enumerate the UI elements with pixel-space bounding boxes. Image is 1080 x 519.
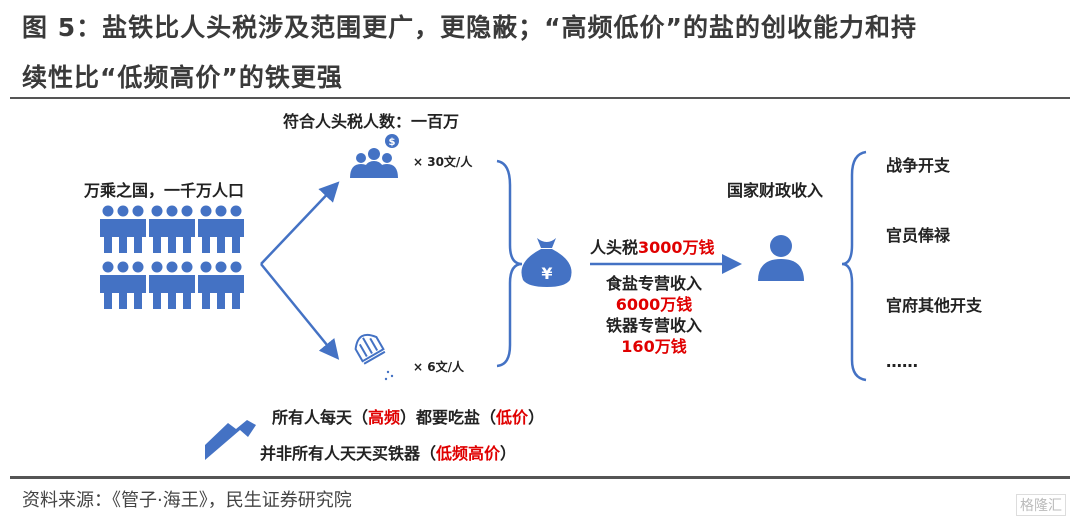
bottom-divider bbox=[10, 476, 1070, 479]
watermark: 格隆汇 bbox=[1016, 494, 1066, 516]
arrow-up bbox=[260, 181, 340, 265]
use-item: 官府其他开支 bbox=[886, 296, 983, 315]
person-icon bbox=[228, 205, 244, 253]
iron-note: 并非所有人天天买铁器（低频高价） bbox=[260, 440, 516, 464]
person-icon bbox=[179, 205, 195, 253]
person-icon bbox=[179, 261, 195, 309]
person-icon bbox=[198, 205, 214, 253]
svg-text:$: $ bbox=[389, 137, 396, 148]
person-icon bbox=[100, 205, 116, 253]
salt-rate: × 6文/人 bbox=[413, 360, 464, 374]
person-icon bbox=[149, 261, 165, 309]
top-divider bbox=[10, 97, 1070, 99]
state-person-icon bbox=[758, 235, 804, 281]
person-icon bbox=[149, 205, 165, 253]
note-highlight: 低频高价 bbox=[436, 444, 501, 463]
person-icon bbox=[130, 261, 146, 309]
note-text: ） bbox=[500, 444, 517, 463]
taxpayers-icon: $ bbox=[350, 134, 399, 178]
figure-title-line2: 续性比“低频高价”的铁更强 bbox=[22, 63, 343, 92]
person-icon bbox=[100, 261, 116, 309]
taxpayer-count-label: 符合人头税人数：一百万 bbox=[283, 112, 460, 131]
iron-revenue-label: 铁器专营收入 bbox=[605, 316, 702, 335]
poll-tax-revenue: 人头税3000万钱 bbox=[590, 234, 715, 258]
iron-revenue-value: 160万钱 bbox=[621, 337, 687, 356]
salt-shaker-icon bbox=[354, 333, 386, 365]
person-icon bbox=[115, 261, 131, 309]
person-icon bbox=[164, 205, 180, 253]
person-icon bbox=[198, 261, 214, 309]
person-icon bbox=[130, 205, 146, 253]
salt-revenue-label: 食盐专营收入 bbox=[605, 274, 702, 293]
note-text: 所有人每天（ bbox=[272, 408, 369, 427]
use-item: 战争开支 bbox=[886, 156, 951, 175]
use-item: 官员俸禄 bbox=[886, 226, 951, 245]
monopoly-revenue: 食盐专营收入 6000万钱 铁器专营收入 160万钱 bbox=[604, 273, 704, 357]
note-text: ）都要吃盐（ bbox=[400, 408, 497, 427]
figure-title-line1: 图 5：盐铁比人头税涉及范围更广，更隐蔽；“高频低价”的盐的创收能力和持 bbox=[22, 13, 917, 42]
person-icon bbox=[115, 205, 131, 253]
iron-cleaver-icon bbox=[205, 420, 256, 460]
svg-text:¥: ¥ bbox=[541, 264, 552, 283]
person-icon bbox=[213, 205, 229, 253]
poll-tax-rate: × 30文/人 bbox=[413, 155, 473, 169]
state-revenue-label: 国家财政收入 bbox=[727, 181, 824, 200]
person-icon bbox=[213, 261, 229, 309]
source-note: 资料来源：《管子·海王》，民生证券研究院 bbox=[22, 490, 352, 511]
use-item: …… bbox=[886, 352, 918, 371]
note-highlight: 低价 bbox=[496, 408, 529, 427]
money-bag-icon: ¥ bbox=[521, 238, 572, 287]
salt-revenue-value: 6000万钱 bbox=[615, 295, 693, 314]
poll-tax-value: 3000万钱 bbox=[638, 238, 715, 257]
note-text: ） bbox=[528, 408, 545, 427]
note-highlight: 高频 bbox=[368, 408, 401, 427]
note-text: 并非所有人天天买铁器（ bbox=[260, 444, 437, 463]
crowd-icon bbox=[100, 205, 244, 309]
person-icon bbox=[164, 261, 180, 309]
merge-brace bbox=[496, 159, 523, 368]
person-icon bbox=[228, 261, 244, 309]
arrow-down bbox=[260, 263, 340, 360]
population-label: 万乘之国，一千万人口 bbox=[84, 181, 245, 200]
salt-note: 所有人每天（高频）都要吃盐（低价） bbox=[272, 404, 544, 428]
poll-tax-label: 人头税 bbox=[590, 238, 639, 257]
uses-brace bbox=[841, 150, 867, 382]
